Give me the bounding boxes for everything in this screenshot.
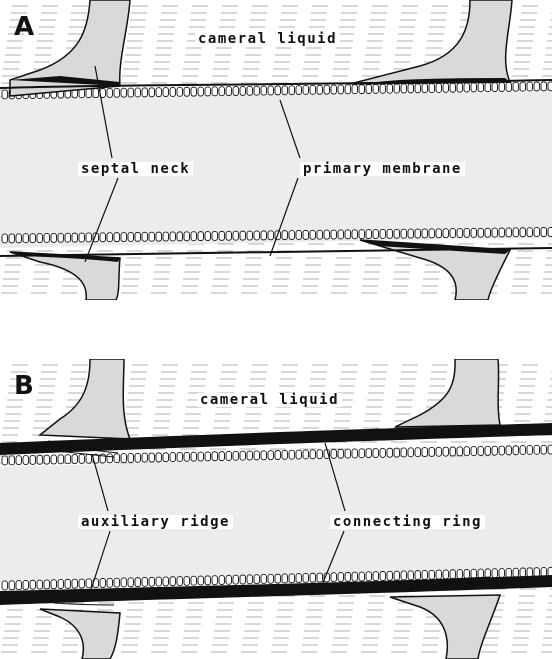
lower-septum-right xyxy=(390,595,500,659)
lower-septum-left xyxy=(40,609,120,659)
label-auxiliary-ridge: auxiliary ridge xyxy=(78,515,233,529)
label-cameral-liquid: cameral liquid xyxy=(197,393,342,407)
upper-septum-right xyxy=(350,0,512,84)
panel-letter: A xyxy=(14,14,34,40)
label-primary-membrane: primary membrane xyxy=(300,162,465,176)
panel-b: B cameral liquid auxiliary ridge connect… xyxy=(0,359,552,659)
label-connecting-ring: connecting ring xyxy=(330,515,485,529)
upper-septum-left xyxy=(40,359,130,439)
panel-a: A cameral liquid septal neck primary mem… xyxy=(0,0,552,300)
panel-letter: B xyxy=(14,373,34,399)
label-cameral-liquid: cameral liquid xyxy=(195,32,340,46)
label-septal-neck: septal neck xyxy=(78,162,193,176)
